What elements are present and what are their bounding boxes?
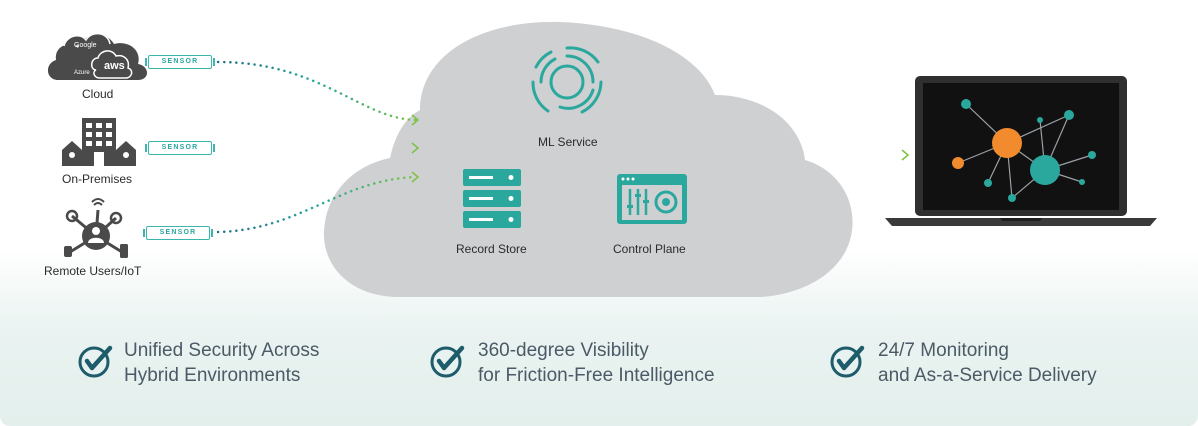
central-cloud [323,21,853,297]
feature-line: and As-a-Service Delivery [878,365,1097,386]
arrowhead-icon [411,171,420,183]
feature-text: Unified Security Across Hybrid Environme… [124,338,319,388]
building-icon [62,118,136,166]
ml-service-icon [531,46,603,114]
control-panel-icon [617,174,687,224]
server-stack-icon [463,169,521,228]
feature-line: for Friction-Free Intelligence [478,365,715,386]
feature-line: Unified Security Across [124,340,320,361]
arrowhead-icon [411,142,420,154]
ml-service-label: ML Service [538,135,598,149]
connector-cloud [216,60,417,122]
feature-line: 360-degree Visibility [478,340,649,361]
cloud-providers-icon [47,32,147,80]
feature-visibility: 360-degree Visibility for Friction-Free … [478,338,715,388]
cloud-shape [323,21,853,297]
arrowhead-icon [901,149,910,161]
source-label-iot: Remote Users/IoT [44,264,142,278]
feature-text: 24/7 Monitoring and As-a-Service Deliver… [878,338,1097,388]
feature-unified-security: Unified Security Across Hybrid Environme… [124,338,319,388]
arrowhead-icon [411,114,420,126]
control-plane-label: Control Plane [613,242,686,256]
arrowheads [411,114,910,183]
azure-logo: Azure [74,70,90,76]
sensor-badge-iot: SENSOR [143,226,213,240]
feature-monitoring: 24/7 Monitoring and As-a-Service Deliver… [878,338,1097,388]
check-circle-icon [430,345,465,378]
feature-line: 24/7 Monitoring [878,340,1009,361]
sensor-badge-onprem: SENSOR [145,141,215,155]
check-circle-icon [78,345,113,378]
google-logo: Google [74,42,97,49]
iot-user-hub [64,222,128,258]
record-store-label: Record Store [456,242,527,256]
feature-line: Hybrid Environments [124,365,301,386]
source-label-cloud: Cloud [82,87,114,101]
sensor-badge-cloud: SENSOR [145,55,215,69]
feature-text: 360-degree Visibility for Friction-Free … [478,338,715,388]
aws-logo: aws [104,60,125,72]
laptop-network-graph-icon [885,76,1157,226]
connectors [216,60,907,234]
cloud-provider-logos: Google aws Azure [74,42,125,76]
source-label-onprem: On-Premises [62,172,133,186]
check-circle-icon [830,345,865,378]
